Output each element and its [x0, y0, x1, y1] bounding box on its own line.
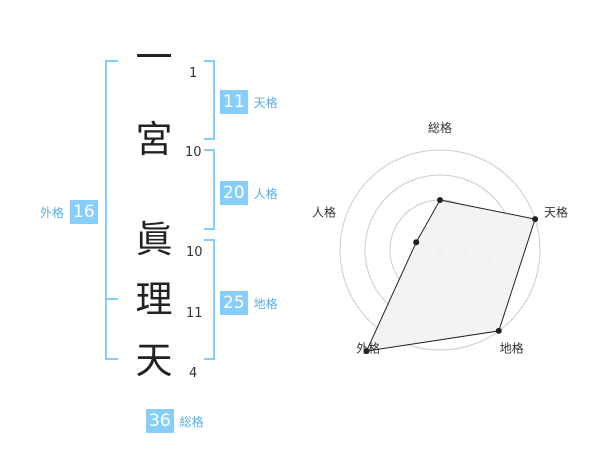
kanji-5: 天 [135, 339, 173, 382]
stroke-count-2: 10 [185, 145, 202, 160]
gaikaku-bracket [105, 60, 118, 360]
gaikaku-label: 外格 [40, 205, 65, 220]
chikaku-label: 地格 [253, 296, 278, 311]
kanji-3: 眞 [135, 218, 173, 261]
jinkaku-value: 20 [220, 181, 248, 205]
radar-axis-label-2: 地格 [500, 341, 524, 356]
chikaku-badge: 25 地格 [220, 291, 278, 315]
gaikaku-badge: 外格 16 [40, 200, 98, 224]
radar-axis-label-4: 人格 [312, 204, 336, 219]
radar-point-0 [437, 197, 443, 203]
tenkaku-label: 天格 [253, 95, 278, 110]
radar-axis-label-3: 外格 [356, 341, 380, 356]
kanji-2: 宮 [135, 118, 173, 161]
radar-point-3 [363, 348, 370, 355]
kanji-1: 一 [135, 36, 173, 79]
radar-series-polygon [365, 199, 536, 352]
chikaku-bracket [204, 239, 215, 360]
soukaku-value: 36 [146, 409, 174, 433]
jinkaku-badge: 20 人格 [220, 181, 278, 205]
soukaku-label: 総格 [179, 414, 204, 429]
radar-axis-label-1: 天格 [544, 204, 568, 219]
stroke-count-3: 10 [186, 245, 203, 260]
stroke-count-1: 1 [189, 66, 198, 81]
radar-point-4 [413, 239, 420, 246]
tenkaku-badge: 11 天格 [220, 90, 278, 114]
tenkaku-value: 11 [220, 90, 248, 114]
radar-ring-4 [339, 149, 541, 351]
soukaku-badge: 36 総格 [146, 409, 204, 433]
stroke-count-5: 4 [189, 366, 198, 381]
jinkaku-label: 人格 [253, 186, 278, 201]
radar-axis-label-0: 総格 [428, 120, 452, 135]
gaikaku-value: 16 [70, 200, 98, 224]
stroke-count-4: 11 [186, 306, 203, 321]
jinkaku-bracket [204, 149, 215, 230]
radar-point-1 [532, 216, 539, 223]
tenkaku-bracket [204, 60, 215, 140]
radar-point-2 [495, 327, 502, 334]
kanji-4: 理 [135, 278, 173, 321]
chikaku-value: 25 [220, 291, 248, 315]
